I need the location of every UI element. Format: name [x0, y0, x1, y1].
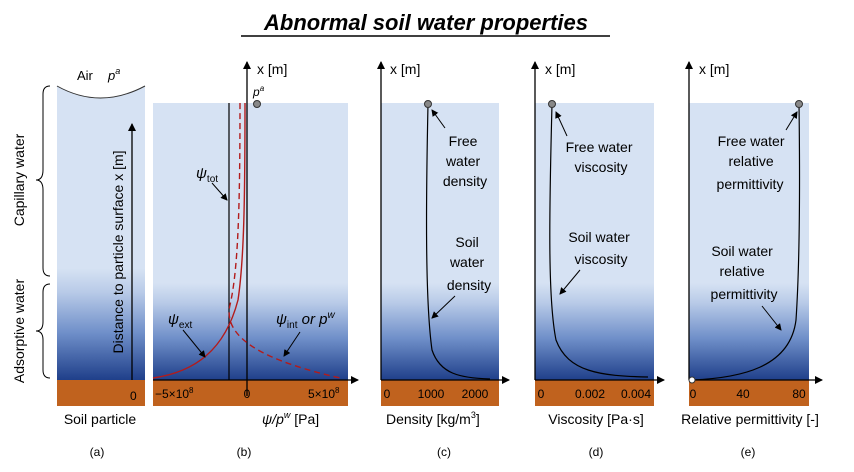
y-axis-label-d: x [m] — [545, 61, 575, 77]
free-viscosity-pointer — [555, 111, 568, 137]
psi-tot-pointer — [211, 182, 228, 201]
free-density-label: Free water density — [443, 133, 487, 189]
psi-ext-pointer — [182, 329, 206, 358]
caption-b: (b) — [237, 445, 252, 459]
tick-c-0: 0 — [384, 387, 391, 401]
psi-int-pointer — [283, 331, 301, 357]
water-region-c — [381, 103, 499, 380]
free-viscosity-point — [548, 100, 556, 108]
soil-permittivity-pointer — [761, 305, 782, 331]
tick-e-2: 80 — [792, 387, 806, 401]
tick-b-right: 5×108 — [308, 386, 340, 401]
zero-permittivity-point — [688, 376, 696, 384]
tick-e-0: 0 — [690, 387, 697, 401]
psi-ext-label: ψext — [168, 311, 192, 331]
free-permittivity-point — [795, 100, 803, 108]
air-label: Air — [77, 68, 94, 83]
y-axis-label-e: x [m] — [699, 61, 729, 77]
soil-permittivity-label: Soil water relative permittivity — [711, 243, 778, 302]
soil-strip-b — [153, 380, 348, 406]
capillary-water-label: Capillary water — [11, 133, 27, 226]
free-density-pointer — [431, 109, 446, 129]
free-density-point — [424, 100, 432, 108]
soil-particle-a — [57, 380, 145, 406]
y-axis-label-c: x [m] — [390, 61, 420, 77]
permittivity-curve — [691, 103, 801, 381]
y-axis-label-b: x [m] — [257, 61, 287, 77]
tick-c-1: 1000 — [418, 387, 445, 401]
soil-strip-d — [535, 380, 654, 406]
tick-c-2: 2000 — [462, 387, 489, 401]
panel-d: x [m] Free water viscosity Soil water vi… — [531, 61, 665, 459]
free-viscosity-label: Free water viscosity — [566, 139, 637, 175]
caption-c: (c) — [437, 445, 451, 459]
soil-density-label: Soil water density — [447, 234, 491, 293]
psi-int-label: ψint or pw — [276, 310, 336, 331]
distance-axis-label: Distance to particle surface x [m] — [110, 150, 126, 353]
x-axis-label-e: Relative permittivity [-] — [681, 411, 819, 427]
psi-int-curve — [228, 102, 341, 379]
density-curve — [425, 103, 491, 380]
meniscus — [56, 85, 146, 99]
water-region-b — [153, 103, 348, 380]
soil-particle-label: Soil particle — [64, 411, 137, 427]
panel-a: Air pa Distance to particle surface x [m… — [11, 66, 146, 459]
tick-d-2: 0.004 — [621, 387, 651, 401]
soil-viscosity-pointer — [559, 269, 581, 295]
water-column-a — [57, 86, 145, 380]
caption-a: (a) — [90, 445, 105, 459]
soil-strip-c — [381, 380, 499, 406]
free-permittivity-pointer — [785, 111, 798, 131]
soil-viscosity-label: Soil water viscosity — [568, 229, 633, 267]
soil-density-pointer — [431, 295, 456, 319]
x-axis-label-b: ψ/pw [Pa] — [262, 410, 319, 427]
viscosity-curve — [549, 103, 649, 378]
tick-b-zero: 0 — [244, 387, 251, 401]
psi-tot-label: ψtot — [196, 165, 218, 185]
adsorptive-water-label: Adsorptive water — [11, 279, 27, 384]
psi-ext-curve — [152, 102, 246, 379]
tick-d-0: 0 — [538, 387, 545, 401]
water-region-e — [689, 103, 809, 380]
soil-strip-e — [689, 380, 809, 406]
panel-b: x [m] pa ψtot ψext ψint or pw −5×108 0 5… — [152, 61, 359, 459]
tick-d-1: 0.002 — [575, 387, 605, 401]
tick-b-left: −5×108 — [155, 386, 194, 401]
adsorptive-brace — [35, 283, 51, 379]
capillary-brace — [35, 85, 51, 277]
x-axis-label-c: Density [kg/m3] — [386, 410, 480, 427]
caption-d: (d) — [589, 445, 604, 459]
panel-c: x [m] Free water density Soil water dens… — [377, 61, 510, 459]
x-axis-label-d: Viscosity [Pa·s] — [548, 411, 643, 427]
top-point-b — [253, 100, 261, 108]
page-title: Abnormal soil water properties — [263, 10, 588, 35]
tick-e-1: 40 — [736, 387, 750, 401]
top-pressure-label-b: pa — [252, 84, 265, 99]
zero-tick-a: 0 — [130, 389, 137, 403]
air-pressure-label: pa — [107, 66, 120, 83]
caption-e: (e) — [741, 445, 756, 459]
panel-e: x [m] Free water relative permittivity S… — [681, 61, 823, 459]
free-permittivity-label: Free water relative permittivity — [717, 133, 789, 192]
